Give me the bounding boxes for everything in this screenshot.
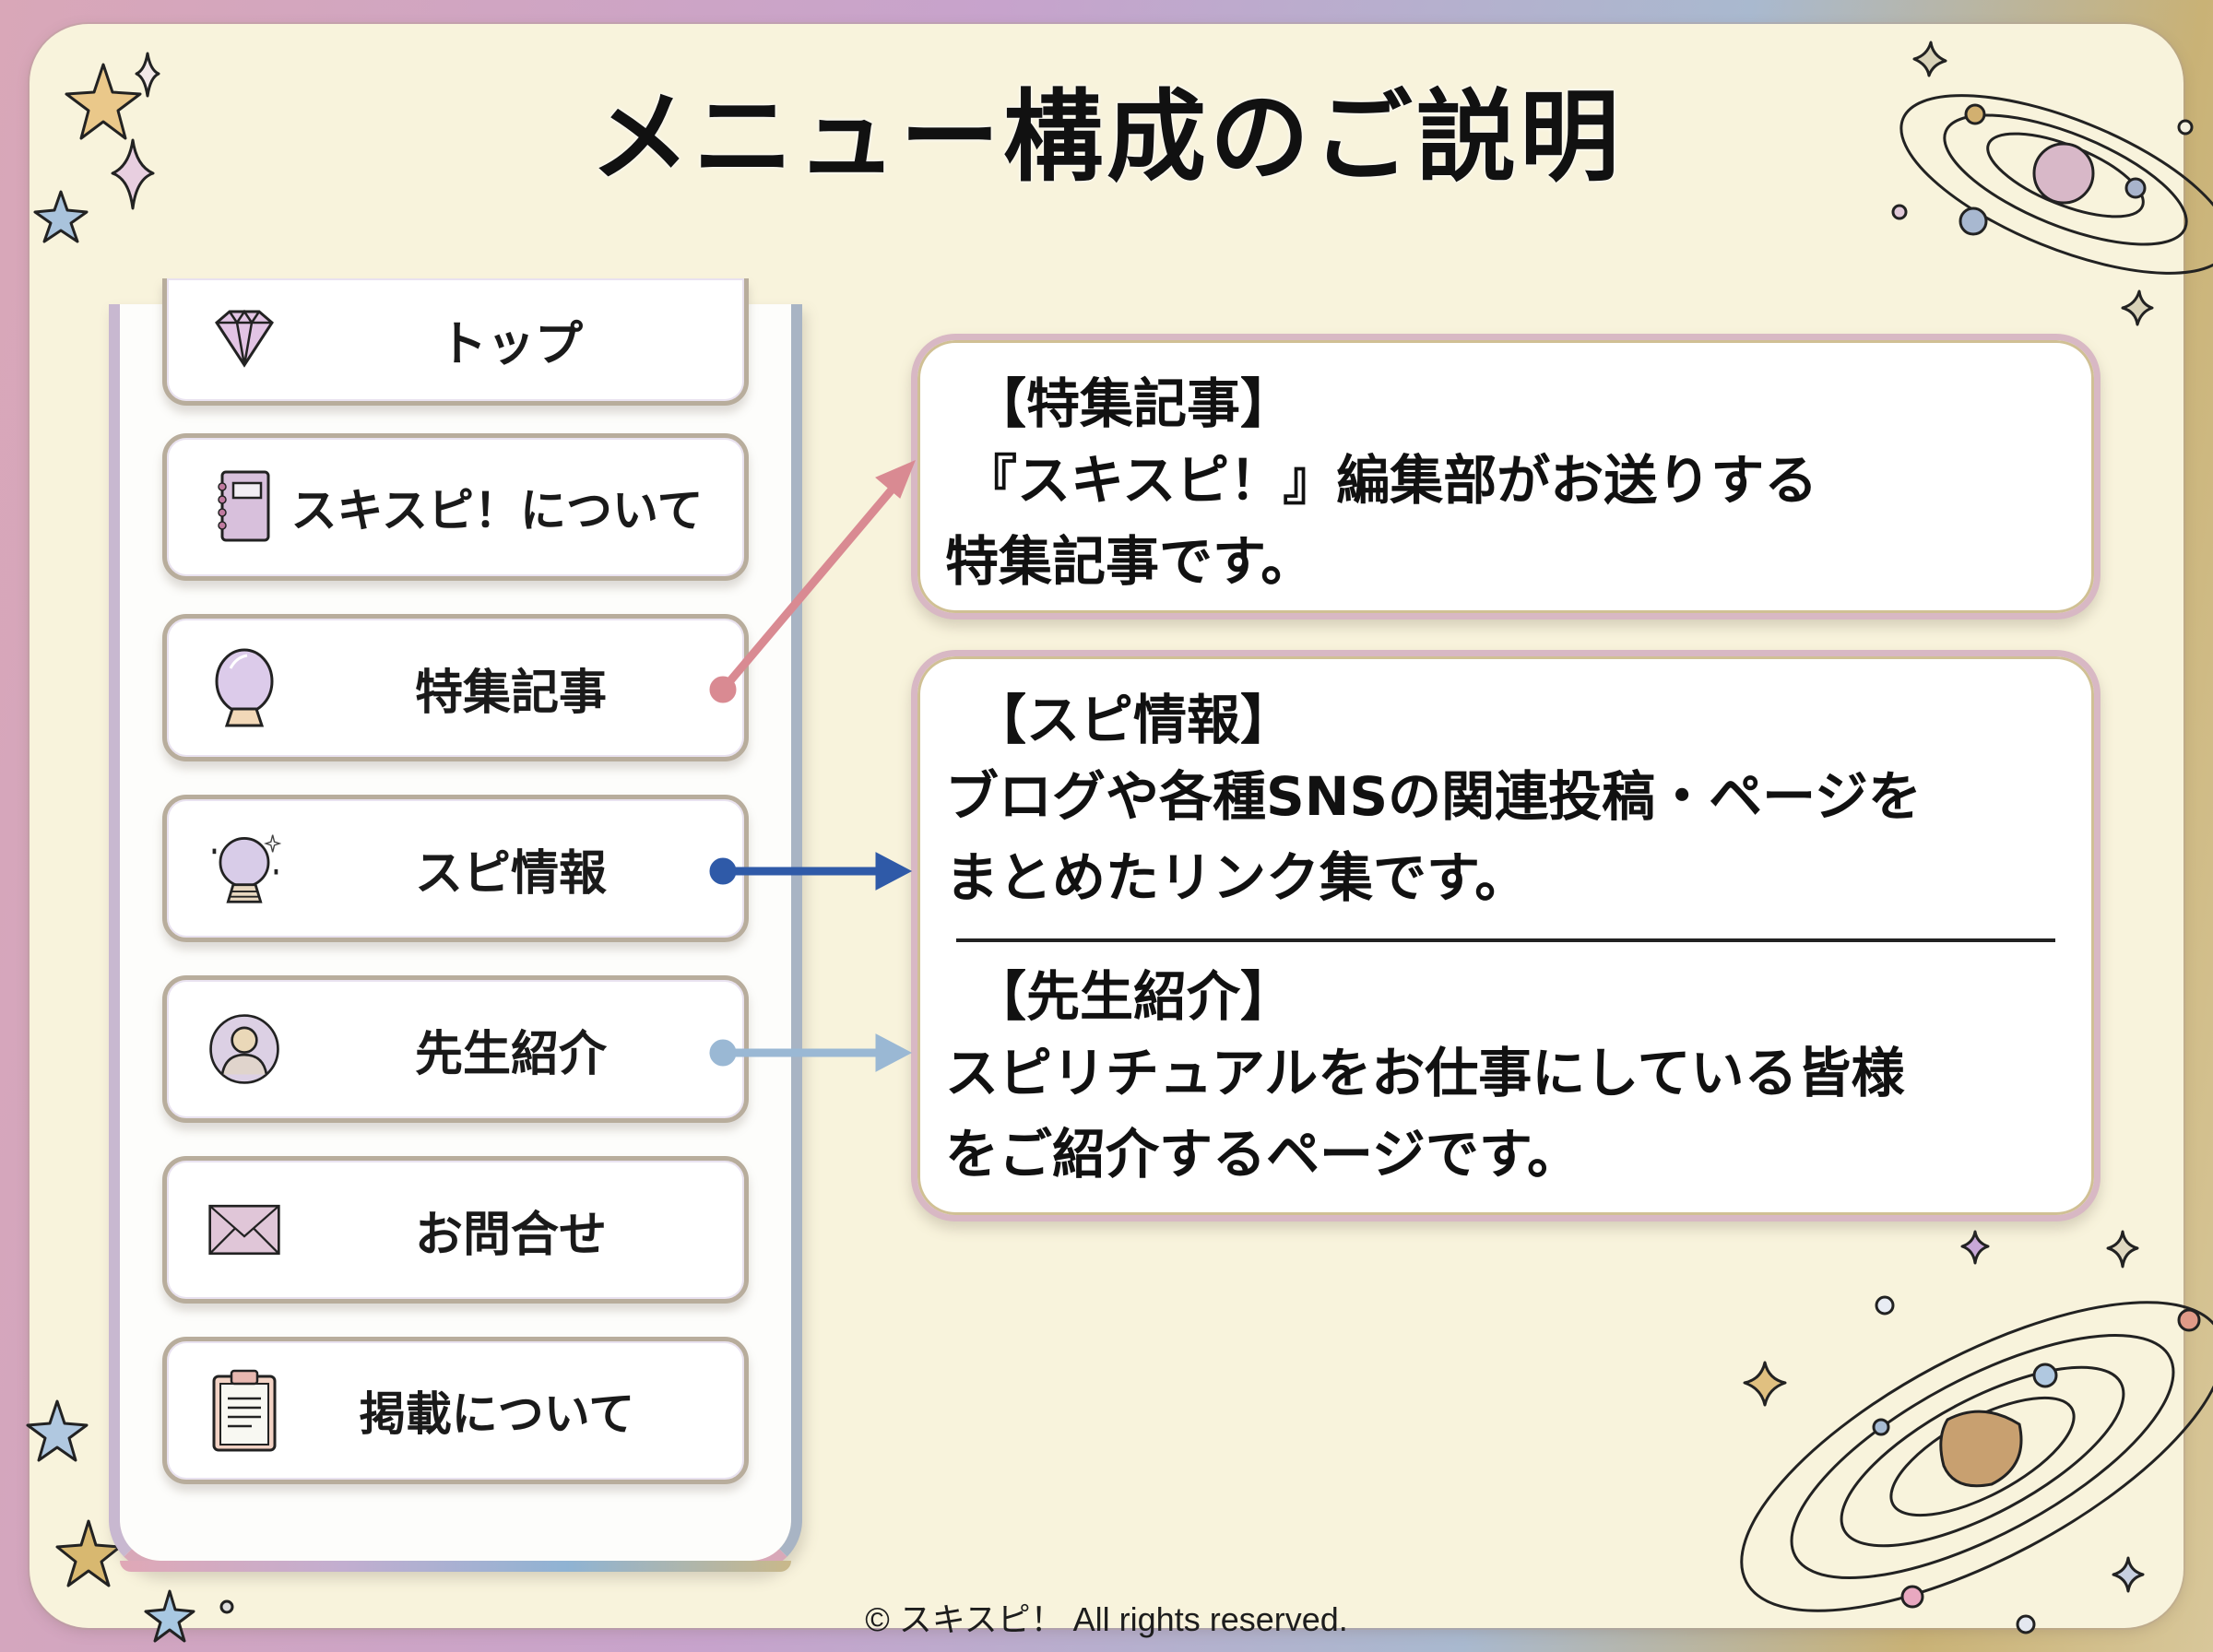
info-text: スピリチュアルをお仕事にしている皆様 <box>945 1042 1905 1104</box>
menu-item-label: スピ情報 <box>414 845 607 902</box>
menu-item-label: お問合せ <box>414 1207 607 1263</box>
menu-item-spi-info[interactable]: スピ情報 <box>162 795 749 942</box>
info-heading: 【スピ情報】 <box>973 689 1295 751</box>
menu-item-feature[interactable]: 特集記事 <box>162 614 749 761</box>
menu-item-about[interactable]: スキスピ！について <box>162 433 749 581</box>
section-divider <box>956 938 2055 942</box>
page-title: メニュー構成のご説明 <box>589 80 1623 195</box>
menu-item-listing[interactable]: 掲載について <box>162 1337 749 1484</box>
menu-item-label: 掲載について <box>359 1387 635 1441</box>
menu-item-contact[interactable]: お問合せ <box>162 1156 749 1304</box>
menu-item-label: スキスピ！について <box>290 484 704 537</box>
notebook-icon <box>207 466 281 549</box>
person-avatar-icon <box>207 1008 281 1091</box>
info-text: をご紹介するページです。 <box>945 1123 1581 1186</box>
info-heading: 【先生紹介】 <box>973 965 1295 1028</box>
info-text: 特集記事です。 <box>945 530 1315 593</box>
info-text: まとめたリンク集です。 <box>945 846 1529 909</box>
crystal-ball-icon <box>207 646 281 729</box>
info-box-feature: 【特集記事】 『スキスピ！』編集部がお送りする 特集記事です。 <box>911 334 2101 620</box>
menu-item-top[interactable]: トップ <box>162 278 749 406</box>
diamond-icon <box>207 299 281 382</box>
menu-item-teachers[interactable]: 先生紹介 <box>162 975 749 1123</box>
info-text: 『スキスピ！』編集部がお送りする <box>964 449 1818 512</box>
info-text: ブログや各種SNSの関連投稿・ページを <box>945 765 1922 828</box>
envelope-icon <box>207 1188 281 1271</box>
clipboard-icon <box>207 1369 281 1452</box>
info-heading: 【特集記事】 <box>973 372 1295 435</box>
menu-item-label: トップ <box>438 317 583 372</box>
menu-item-label: 先生紹介 <box>414 1026 607 1082</box>
menu-item-label: 特集記事 <box>414 665 607 721</box>
menu-panel: トップ スキスピ！について 特集記事 スピ情報 先生紹介 お問合せ 掲載につ <box>109 278 802 1572</box>
info-box-spi-teachers: 【スピ情報】 ブログや各種SNSの関連投稿・ページを まとめたリンク集です。 【… <box>911 650 2101 1221</box>
copyright-footer: © スキスピ！ All rights reserved. <box>865 1600 1348 1638</box>
sparkling-crystal-ball-icon <box>207 827 281 910</box>
